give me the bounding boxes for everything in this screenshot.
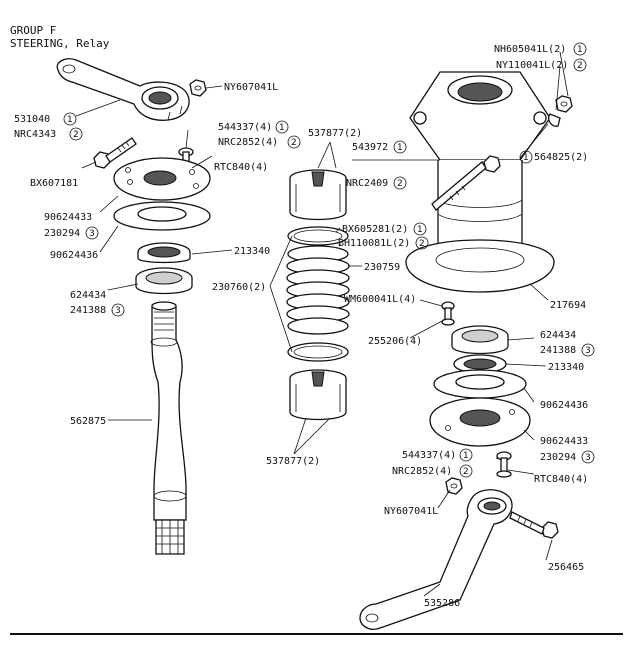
label-ny110041l: NY110041L(2)	[496, 60, 568, 71]
callout-1-564825: 1	[523, 153, 529, 163]
label-230760: 230760(2)	[212, 282, 266, 293]
screw-544337-right	[496, 451, 512, 478]
callout-1-544337-right: 1	[463, 451, 469, 461]
label-543972: 543972	[352, 142, 388, 153]
label-rtc840-left: RTC840(4)	[214, 162, 268, 173]
relay-lever-lower	[359, 489, 513, 630]
bearing-624434-left	[135, 267, 193, 295]
label-bx605281: BX605281(2)	[342, 224, 408, 235]
label-rtc840-right: RTC840(4)	[534, 474, 588, 485]
label-537877-top: 537877(2)	[308, 128, 362, 139]
label-ny607041l-bottom: NY607041L	[384, 506, 438, 517]
relay-lever-upper	[56, 58, 190, 121]
group-heading: GROUP F	[10, 24, 57, 37]
label-90624436-right: 90624436	[540, 400, 588, 411]
label-90624433-left: 90624433	[44, 212, 92, 223]
callout-1-544337-left: 1	[279, 123, 285, 133]
callout-2-nrc4343: 2	[73, 130, 79, 140]
bolt-bx607181	[93, 137, 137, 169]
callout-3-230294-left: 3	[89, 229, 95, 239]
callout-1-bx605281: 1	[417, 225, 423, 235]
mounting-plate-left	[113, 157, 211, 201]
label-241388-left: 241388	[70, 305, 106, 316]
callout-2-nrc2409: 2	[397, 179, 403, 189]
callout-3-241388-left: 3	[115, 306, 121, 316]
label-bx607181: BX607181	[30, 178, 78, 189]
bush-537877-upper	[289, 169, 347, 221]
ring-230760-upper	[287, 226, 349, 246]
callout-2-ny110041l: 2	[577, 61, 583, 71]
label-537877-bottom: 537877(2)	[266, 456, 320, 467]
label-624434-right: 624434	[540, 330, 576, 341]
label-624434-left: 624434	[70, 290, 106, 301]
label-ny607041l-top: NY607041L	[224, 82, 278, 93]
label-90624433-right: 90624433	[540, 436, 588, 447]
label-562875: 562875	[70, 416, 106, 427]
ring-230760-lower	[287, 342, 349, 362]
label-90624436-left: 90624436	[50, 250, 98, 261]
label-nrc2409: NRC2409	[346, 178, 388, 189]
label-230759: 230759	[364, 262, 400, 273]
mounting-plate-right	[429, 397, 531, 447]
label-544337-right: 544337(4)	[402, 450, 456, 461]
callout-3-230294-right: 3	[585, 453, 591, 463]
part-labels: 531040 NRC4343 NY607041L BX607181 544337…	[14, 44, 588, 609]
bolt-543972	[431, 155, 501, 211]
label-230294-left: 230294	[44, 228, 80, 239]
spring-230759	[286, 245, 350, 335]
relay-shaft	[150, 301, 187, 555]
nut-ny607041l-lower	[445, 477, 463, 495]
label-256465: 256465	[548, 562, 584, 573]
label-bh110081l: BH110081L(2)	[338, 238, 410, 249]
nut-nh605041l	[555, 95, 573, 113]
bearing-624434-right	[451, 325, 509, 355]
label-531040: 531040	[14, 114, 50, 125]
section-heading: STEERING, Relay	[10, 37, 110, 50]
gasket-left	[113, 201, 211, 231]
washer-564825	[548, 113, 561, 127]
label-213340-right: 213340	[548, 362, 584, 373]
label-nrc2852-right: NRC2852(4)	[392, 466, 452, 477]
callout-1-531040: 1	[67, 115, 73, 125]
label-255206: 255206(4)	[368, 336, 422, 347]
callout-1-543972: 1	[397, 143, 403, 153]
label-217694: 217694	[550, 300, 586, 311]
label-241388-right: 241388	[540, 345, 576, 356]
callout-2-nrc2852-left: 2	[291, 138, 297, 148]
callout-2-bh110081l: 2	[419, 239, 425, 249]
leader-lines	[75, 51, 569, 597]
label-wm600041l: WM600041L(4)	[344, 294, 416, 305]
nut-ny607041l-upper	[189, 79, 207, 97]
label-nrc2852-left: NRC2852(4)	[218, 137, 278, 148]
bush-537877-lower	[289, 369, 347, 421]
label-nh605041l: NH605041L(2)	[494, 44, 566, 55]
callout-2-nrc2852-right: 2	[463, 467, 469, 477]
label-213340-left: 213340	[234, 246, 270, 257]
seal-213340-right	[453, 354, 507, 374]
seal-213340-left	[137, 242, 191, 264]
label-564825: 564825(2)	[534, 152, 588, 163]
housing-flange-217694	[405, 239, 555, 293]
screw-255206	[441, 301, 455, 326]
label-535286: 535286	[424, 598, 460, 609]
label-544337-left: 544337(4)	[218, 122, 272, 133]
label-nrc4343: NRC4343	[14, 129, 56, 140]
label-230294-right: 230294	[540, 452, 576, 463]
bolt-256465	[509, 511, 559, 539]
callout-1-nh605041l: 1	[577, 45, 583, 55]
callout-markers: 1 2 1 2 3 3 1 2 1 2 1 2 1 3 3 1 2	[63, 42, 595, 478]
callout-3-241388-right: 3	[585, 346, 591, 356]
gasket-right	[433, 369, 527, 399]
